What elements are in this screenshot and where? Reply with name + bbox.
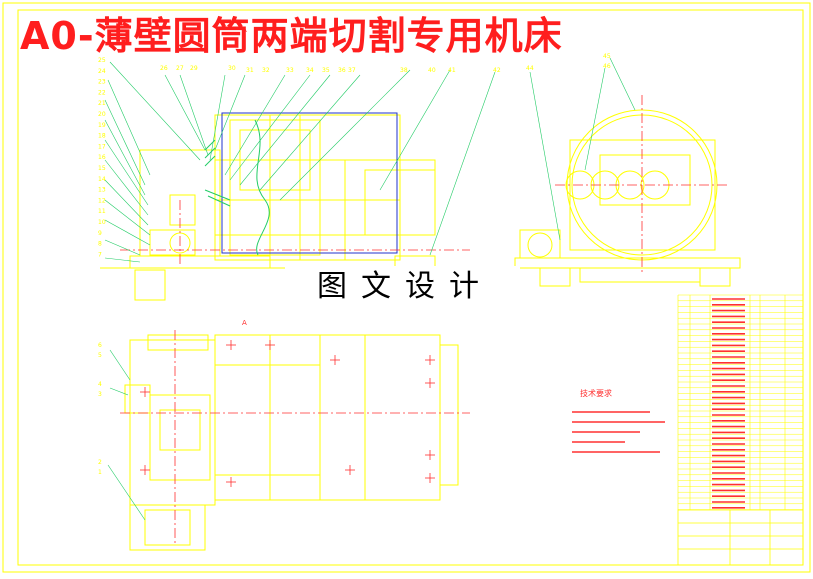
balloon-group-plan: 6 5 4 3 2 1 [98,342,102,476]
section-mark-top: A [242,26,247,34]
balloon-label: 25 [98,57,106,64]
balloon-group-side: 44 45 46 [526,53,611,72]
balloon-label: 4 [98,381,102,388]
cut-profile-curve [254,119,270,256]
balloon-label: 11 [98,208,106,215]
balloon-label: 13 [98,187,106,194]
balloon-label: 9 [98,230,102,237]
leaders-side [529,57,636,241]
balloon-label: 41 [448,67,456,74]
balloon-label: 6 [98,342,102,349]
balloon-label: 46 [603,63,611,70]
balloon-label: 8 [98,241,102,248]
balloon-label: 2 [98,459,102,466]
balloon-label: 18 [98,133,106,140]
section-mark-plan: A [242,319,247,327]
balloon-label: 45 [603,53,611,60]
title-block [677,509,804,566]
balloon-group-left: 25 24 23 22 21 20 19 18 17 16 15 14 13 12 11 10 9 8 7 [98,57,106,258]
balloon-label: 12 [98,197,106,204]
balloon-label: 40 [428,67,436,74]
balloon-label: 31 [246,67,254,74]
balloon-label: 42 [493,67,501,74]
technical-notes-lines [572,411,665,453]
balloon-label: 10 [98,219,106,226]
balloon-label: 38 [400,67,408,74]
balloon-label: 1 [98,469,102,476]
balloon-label: 17 [98,143,106,150]
balloon-label: 27 [176,65,184,72]
balloon-label: 7 [98,251,102,258]
hatched-parts [204,139,231,207]
balloon-label: 32 [262,67,270,74]
balloon-label: 23 [98,79,106,86]
watermark-label: 图文设计 [290,266,520,308]
balloon-label: 33 [286,67,294,74]
balloon-label: 30 [228,65,236,72]
side-view [514,109,741,287]
balloon-label: 16 [98,154,106,161]
balloon-label: 21 [98,100,106,107]
balloon-label: 26 [160,65,168,72]
drawing-border-inner [17,9,804,566]
balloon-label: 44 [526,65,534,72]
balloon-label: 5 [98,352,102,359]
balloon-label: 14 [98,176,106,183]
balloon-label: 19 [98,122,106,129]
parts-list-table [677,294,804,510]
balloon-label: 24 [98,68,106,75]
balloon-label: 3 [98,391,102,398]
balloon-label: 29 [190,65,198,72]
leaders-top [164,69,496,256]
balloon-label: 36 [338,67,346,74]
technical-notes-title: 技术要求 [580,389,612,398]
balloon-label: 15 [98,165,106,172]
balloon-label: 34 [306,67,314,74]
balloon-label: 20 [98,111,106,118]
plan-view [124,334,459,551]
workpiece-blue-frame [221,112,398,254]
drawing-title: A0-薄壁圆筒两端切割专用机床 [20,14,563,58]
leaders-left [104,61,201,263]
balloon-label: 22 [98,89,106,96]
balloon-label: 35 [322,67,330,74]
balloon-label: 37 [348,67,356,74]
front-view [100,114,465,301]
leaders-plan [107,349,146,521]
plan-cross-marks [140,340,435,487]
